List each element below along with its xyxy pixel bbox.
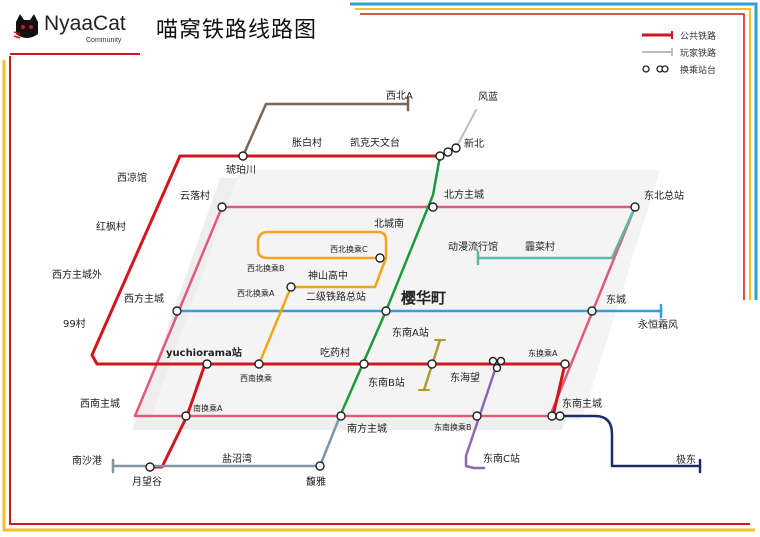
transfer-station-icon [642, 65, 669, 73]
label-hupochuan: 琥珀川 [226, 163, 256, 176]
label-kaike: 凯克天文台 [350, 136, 400, 149]
label-dongnan-b: 东南B站 [368, 376, 405, 389]
public-line-swatch-icon [642, 31, 673, 39]
label-nansha: 南沙港 [72, 454, 102, 467]
label-donghai: 东海望 [450, 371, 480, 384]
label-jiujiu: 99村 [63, 317, 86, 330]
cat-logo-icon [12, 12, 42, 42]
legend-transfer: 换乘站台 [640, 62, 740, 79]
legend: 公共铁路 玩家铁路 换乘站台 [640, 28, 740, 79]
player-line-swatch-icon [642, 48, 673, 56]
label-dongnan-huan-b: 东南换乘B [434, 422, 472, 432]
legend-player-label: 玩家铁路 [680, 49, 717, 59]
label-xibei-b: 西北换乘B [247, 263, 285, 273]
legend-transfer-label: 换乘站台 [680, 66, 717, 76]
label-yunluo: 云落村 [180, 189, 210, 202]
label-gendong: 极东 [676, 453, 696, 466]
label-yanzhao: 盐沼湾 [222, 452, 252, 465]
brown-line [241, 102, 410, 158]
label-yinghua: 樱华町 [401, 289, 446, 307]
label-xibei-c: 西北换乘C [330, 244, 368, 254]
label-yonghen: 永恒霜风 [638, 318, 678, 331]
label-shenshan: 神山高中 [308, 269, 348, 282]
label-xinbei: 新北 [464, 137, 484, 150]
map-title: 喵窝铁路线路图 [156, 18, 318, 43]
label-lingye: 霾菜村 [525, 240, 555, 253]
label-xibei-a-tr: 西北换乘A [237, 288, 275, 298]
label-yuchiorama: yuchiorama站 [166, 346, 242, 359]
navy-line [558, 414, 702, 468]
label-xiliang: 西凉馆 [117, 171, 147, 184]
label-erji: 二级铁路总站 [306, 290, 366, 303]
city-shadow [132, 170, 660, 430]
label-xifang-wai: 西方主城外 [52, 268, 102, 281]
label-dongnan-a: 东南A站 [392, 326, 429, 339]
orange-line [256, 230, 388, 366]
label-dongbei-hub: 东北总站 [644, 189, 684, 202]
label-nan-huan-a: 南换乘A [193, 403, 223, 413]
label-yuanya: 馥雅 [306, 475, 326, 488]
label-fenglan: 风蓝 [478, 91, 498, 103]
label-yuewang: 月望谷 [132, 475, 162, 488]
legend-public: 公共铁路 [640, 28, 740, 45]
label-xifang: 西方主城 [124, 292, 164, 305]
label-xibei-a: 西北A [386, 90, 413, 102]
label-dongnan-c: 东南C站 [483, 452, 520, 465]
legend-public-label: 公共铁路 [680, 32, 717, 42]
label-beifang: 北方主城 [444, 188, 484, 201]
label-nanfang: 南方主城 [347, 422, 387, 435]
label-chenbai: 胀白村 [292, 136, 322, 149]
label-dongcheng: 东城 [606, 293, 626, 306]
label-xinan: 西南主城 [80, 397, 120, 410]
label-xinan-huan: 西南换乘 [240, 373, 272, 383]
station-labels: 西北A 风蓝 新北 胀白村 凯克天文台 琥珀川 西凉馆 云落村 北方主城 东北总… [52, 90, 696, 488]
logo-subtext: Community [86, 37, 122, 44]
label-dongman: 动漫流行馆 [448, 240, 498, 253]
teal-line [476, 205, 637, 260]
logo: NyaaCat Community [10, 6, 132, 46]
purple-line [464, 362, 499, 470]
label-dongnan-huan: 东换乘A [528, 348, 558, 358]
label-chiyao: 吃药村 [320, 346, 350, 359]
legend-player: 玩家铁路 [640, 45, 740, 62]
station-markers [145, 143, 640, 472]
label-beicheng-nan: 北城南 [374, 217, 404, 230]
label-hongfeng: 红枫村 [96, 220, 126, 233]
logo-text: NyaaCat [44, 12, 126, 35]
label-dongnan-zhu: 东南主城 [562, 397, 602, 410]
